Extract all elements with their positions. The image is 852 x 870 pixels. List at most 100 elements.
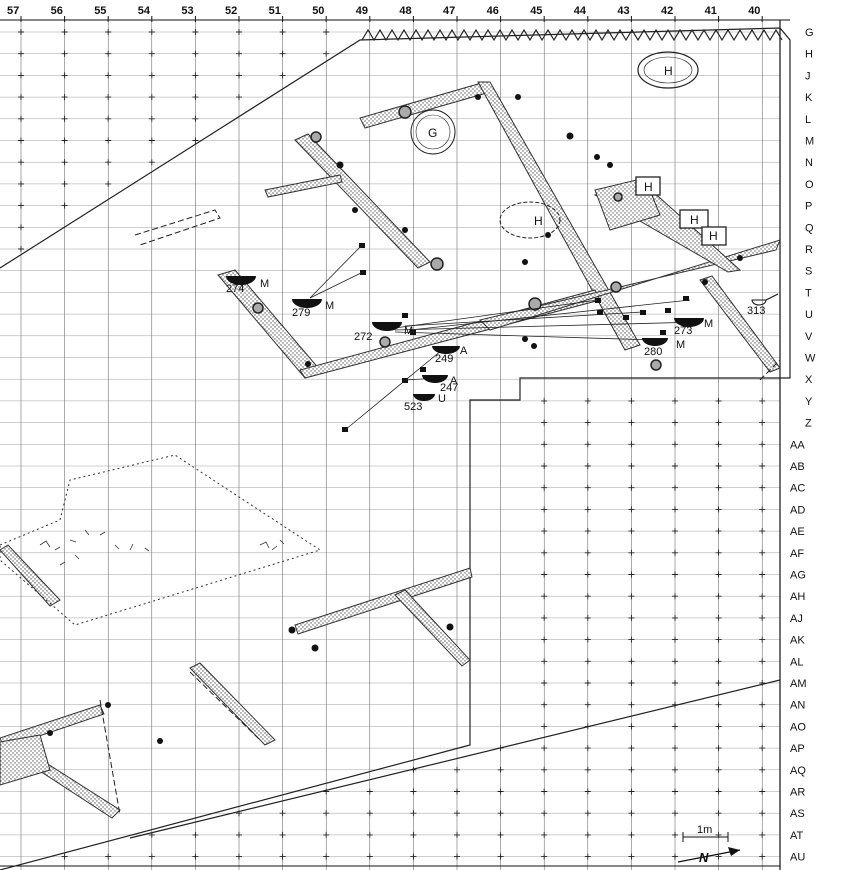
grid-cross <box>323 788 330 795</box>
grid-cross <box>454 788 460 795</box>
ring-holes <box>252 105 662 371</box>
grid-cross <box>584 701 591 708</box>
grid <box>0 19 790 870</box>
find-279-number: 279 <box>292 307 310 319</box>
row-label: AS <box>790 808 805 820</box>
grid-cross <box>61 159 68 166</box>
grid-cross <box>105 115 112 122</box>
grid-cross <box>759 658 766 665</box>
grid-cross <box>541 636 548 643</box>
grid-cross <box>410 853 417 860</box>
grid-cross <box>18 202 24 209</box>
grid-cross <box>541 745 548 752</box>
row-label: AK <box>790 635 805 647</box>
grid-cross <box>715 441 722 448</box>
grid-cross <box>497 853 504 860</box>
grid-cross <box>584 506 591 513</box>
grid-cross <box>715 571 722 578</box>
grid-cross <box>323 29 330 35</box>
grid-cross <box>18 115 24 122</box>
north-label: N <box>699 850 709 865</box>
grid-cross <box>105 50 112 57</box>
grid-cross <box>454 766 460 773</box>
row-label: P <box>805 201 812 213</box>
grid-cross <box>628 397 635 404</box>
row-label: AT <box>790 830 804 842</box>
grid-cross <box>715 614 722 621</box>
column-label: 45 <box>530 5 542 17</box>
grid-cross <box>541 614 548 621</box>
grid-cross <box>584 680 591 686</box>
feature-label-h-pit: H <box>534 214 543 228</box>
grid-cross <box>628 853 635 860</box>
grid-cross <box>715 506 722 513</box>
grid-cross <box>715 680 722 686</box>
grid-cross <box>715 528 722 535</box>
grid-cross <box>18 94 24 101</box>
grid-cross <box>584 484 591 491</box>
grid-cross <box>715 549 722 556</box>
find-280-number: 280 <box>644 346 662 358</box>
grid-cross <box>715 593 722 600</box>
grid-cross <box>541 701 548 708</box>
grid-cross <box>759 680 766 686</box>
grid-cross <box>628 680 635 686</box>
grid-cross <box>541 441 548 448</box>
grid-cross <box>323 50 330 57</box>
grid-cross <box>61 115 68 122</box>
grid-cross <box>105 72 112 79</box>
grid-cross <box>628 636 635 643</box>
grid-cross <box>105 29 112 35</box>
feature-label-h-structure-2: H <box>690 213 699 227</box>
dashed-outlines <box>99 209 781 816</box>
grid-cross <box>759 614 766 621</box>
grid-cross <box>236 29 242 35</box>
h-structures <box>635 176 727 246</box>
grid-cross <box>759 397 766 404</box>
grid-cross <box>541 680 548 686</box>
grid-cross <box>715 463 722 469</box>
grid-cross <box>541 463 548 469</box>
grid-cross <box>672 614 678 621</box>
grid-cross <box>584 549 591 556</box>
find-249-code: A <box>460 345 468 357</box>
feature-label-h-well: H <box>664 64 673 78</box>
column-label: 51 <box>269 5 281 17</box>
grid-cross <box>759 441 766 448</box>
find-symbols <box>226 276 704 401</box>
grid-cross <box>584 788 591 795</box>
grid-cross <box>541 484 548 491</box>
grid-cross <box>541 658 548 665</box>
grid-cross <box>236 72 242 79</box>
grid-cross <box>759 463 766 469</box>
column-label: 50 <box>312 5 324 17</box>
grid-cross <box>323 810 330 817</box>
grid-cross <box>148 29 155 35</box>
grid-cross <box>672 593 678 600</box>
grid-cross <box>541 766 548 773</box>
grid-cross <box>672 506 678 513</box>
grid-cross <box>672 441 678 448</box>
column-label: 46 <box>487 5 499 17</box>
row-label: M <box>805 136 814 148</box>
row-label: AD <box>790 504 805 516</box>
grid-cross <box>672 658 678 665</box>
grid-cross <box>715 636 722 643</box>
grid-crosses <box>18 29 766 860</box>
grid-cross <box>192 72 199 79</box>
find-313-number: 313 <box>747 305 765 317</box>
grid-cross <box>279 50 286 57</box>
grid-cross <box>541 549 548 556</box>
grid-cross <box>672 766 678 773</box>
grid-cross <box>715 745 722 752</box>
find-523-code: U <box>438 393 446 405</box>
grid-cross <box>148 50 155 57</box>
grid-cross <box>715 810 722 817</box>
row-label: AO <box>790 721 806 733</box>
find-523-number: 523 <box>404 401 422 413</box>
grid-cross <box>584 614 591 621</box>
grid-cross <box>584 419 591 426</box>
row-label: Y <box>805 396 813 408</box>
row-label: AC <box>790 483 805 495</box>
